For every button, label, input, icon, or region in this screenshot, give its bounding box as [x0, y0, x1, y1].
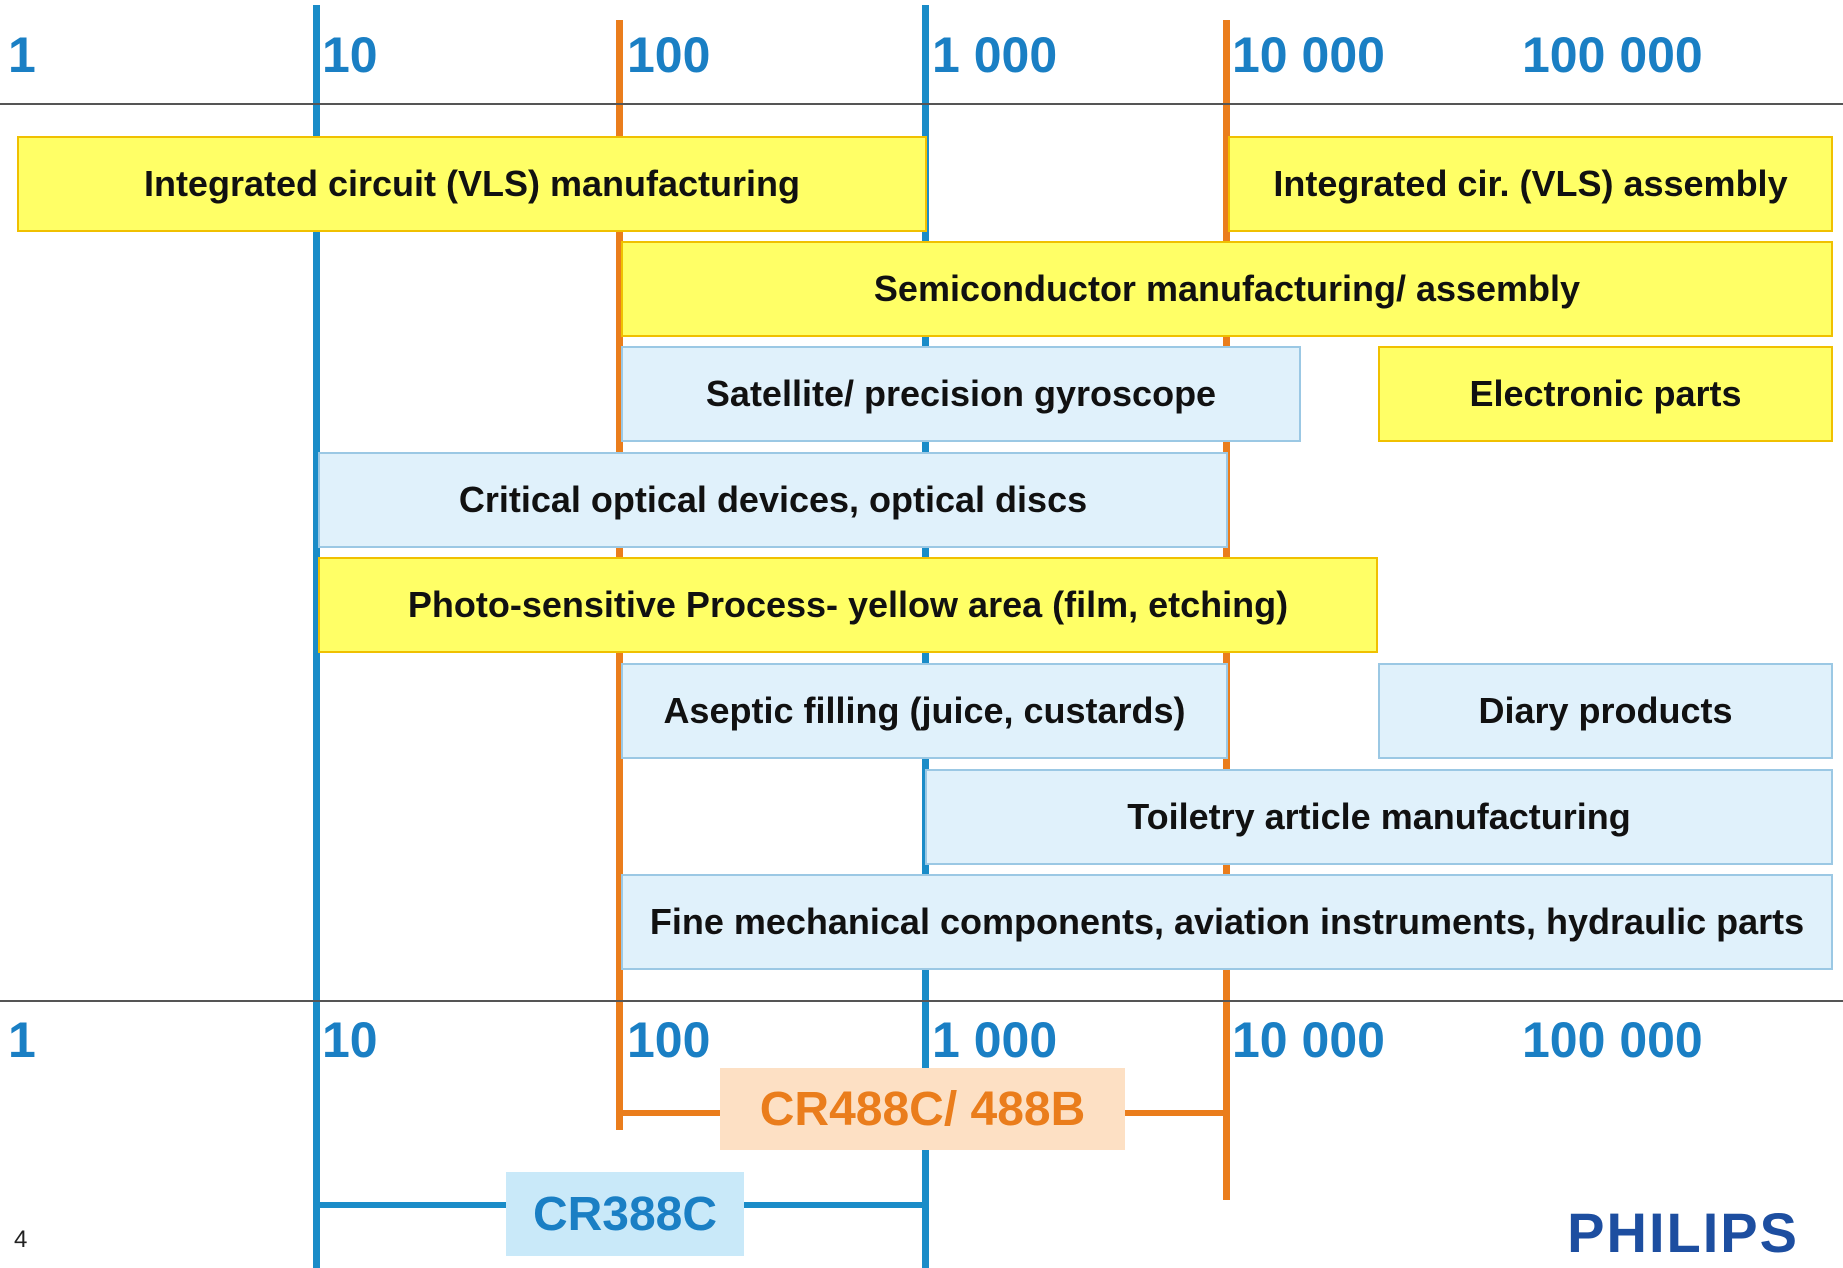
- bar-diary-products: Diary products: [1378, 663, 1833, 759]
- bottom-rule: [0, 1000, 1843, 1002]
- bar-optical-devices: Critical optical devices, optical discs: [318, 452, 1228, 548]
- scale-label-top: 1 000: [932, 27, 1058, 83]
- scale-label-bottom: 100 000: [1522, 1012, 1703, 1068]
- bar-ic-assembly: Integrated cir. (VLS) assembly: [1228, 136, 1833, 232]
- philips-logo: PHILIPS: [1567, 1201, 1799, 1264]
- page-number: 4: [14, 1226, 28, 1253]
- scale-label-bottom: 100: [627, 1012, 711, 1068]
- bar-ic-manufacturing: Integrated circuit (VLS) manufacturing: [17, 136, 927, 232]
- scale-label-top: 100 000: [1522, 27, 1703, 83]
- scale-label-top: 1: [8, 27, 36, 83]
- scale-label-bottom: 10 000: [1232, 1012, 1385, 1068]
- bar-fine-mechanical: Fine mechanical components, aviation ins…: [621, 874, 1833, 970]
- scale-label-top: 10 000: [1232, 27, 1385, 83]
- blue-divider-line: [313, 5, 320, 1268]
- bar-aseptic-filling: Aseptic filling (juice, custards): [621, 663, 1228, 759]
- product-label-cr488: CR488C/ 488B: [720, 1068, 1125, 1150]
- scale-label-top: 10: [322, 27, 378, 83]
- bar-photo-sensitive: Photo-sensitive Process- yellow area (fi…: [318, 557, 1378, 653]
- bar-semiconductor: Semiconductor manufacturing/ assembly: [621, 241, 1833, 337]
- scale-label-bottom: 1 000: [932, 1012, 1058, 1068]
- scale-label-top: 100: [627, 27, 711, 83]
- bar-satellite-gyroscope: Satellite/ precision gyroscope: [621, 346, 1301, 442]
- product-label-cr388: CR388C: [506, 1172, 744, 1256]
- scale-label-bottom: 10: [322, 1012, 378, 1068]
- top-rule: [0, 103, 1843, 105]
- bar-electronic-parts: Electronic parts: [1378, 346, 1833, 442]
- bar-toiletry: Toiletry article manufacturing: [925, 769, 1833, 865]
- scale-label-bottom: 1: [8, 1012, 36, 1068]
